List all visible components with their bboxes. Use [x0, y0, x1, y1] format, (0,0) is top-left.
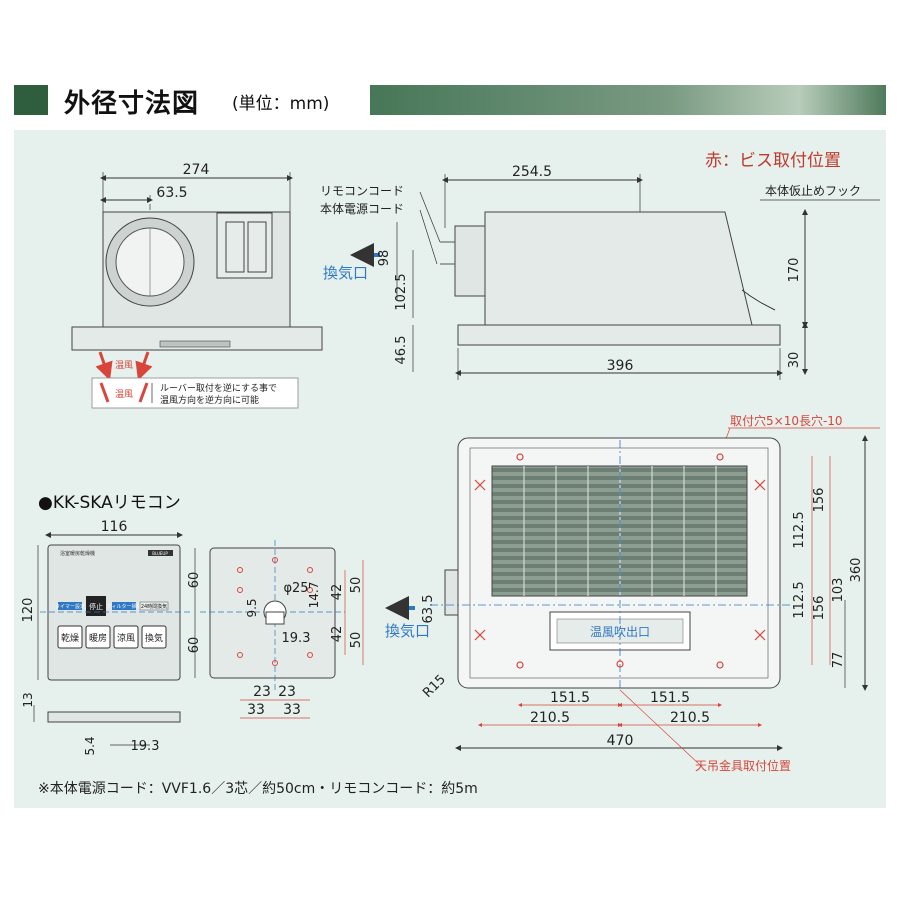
dimension-label: 30 [787, 352, 802, 369]
dimension-label: 210.5 [530, 710, 570, 726]
remote-title: ●KK-SKAリモコン [38, 493, 181, 513]
dimension-label: 254.5 [512, 164, 552, 180]
dimension-label: 暖房 [89, 632, 107, 644]
hook-label: 本体仮止めフック [765, 184, 861, 198]
warm-air-indicator: 温風 [95, 351, 153, 381]
dimension-label: 151.5 [550, 690, 590, 706]
remote-front: 116 浴室暖房乾燥機 BLUEUP 停止 タイマー設定 フィルター掃除 24時… [21, 519, 190, 756]
dimension-label: 120 [21, 598, 36, 623]
dimension-label: 360 [849, 558, 864, 583]
dimension-label: 170 [787, 258, 802, 283]
dimension-label: 103 [831, 578, 846, 603]
plan-right-dims: 112.5 156 112.5 156 103 77 360 [792, 435, 868, 691]
dimension-label: 396 [607, 358, 634, 374]
dimension-label: 温風 [115, 389, 133, 400]
louver-note-2: 温風方向を逆方向に可能 [160, 394, 259, 406]
header-accent-block [14, 85, 48, 115]
dimension-label: 33 [283, 702, 301, 718]
dimension-label: 23 [278, 684, 296, 700]
dimension-label: 46.5 [394, 336, 409, 365]
dimension-label: φ25 [283, 581, 308, 596]
dimension-label: 50 [349, 632, 364, 649]
dimension-label: 156 [812, 488, 827, 513]
ceiling-bracket-label: 天吊金具取付位置 [695, 758, 791, 773]
dimension-label: 涼風 [117, 632, 135, 644]
mount-holes-label: 取付穴5×10長穴-10 [730, 413, 843, 428]
dimension-label: 温風 [115, 360, 133, 371]
dimension-label: 42 [330, 626, 345, 643]
dimension-label: 換気 [145, 632, 163, 644]
louver-note-1: ルーバー取付を逆にする事で [160, 382, 277, 394]
screw-legend: 赤：ビス取付位置 [705, 151, 841, 171]
dimension-label: 112.5 [792, 581, 807, 618]
dimension-label: フィルター掃除 [107, 603, 142, 610]
dimension-label: 50 [349, 577, 364, 594]
dimension-label: 33 [247, 702, 265, 718]
remote-bracket: 9.5 φ25 14.7 19.3 42 50 42 50 60 60 23 2… [187, 540, 364, 719]
dimension-label: 23 [253, 684, 271, 700]
footnote: ※本体電源コード：VVF1.6／3芯／約50cm・リモコンコード：約5m [38, 781, 478, 797]
page-title: 外径寸法図 [64, 89, 200, 119]
dimension-label: BLUEUP [152, 551, 168, 556]
plan-view: 取付穴5×10長穴-10 温風吹出口 換気口 63.5 [385, 413, 880, 773]
dimension-label: 116 [101, 519, 128, 535]
dimension-label: 19.3 [282, 631, 311, 646]
header-title-bg [48, 85, 370, 115]
dimension-label: 151.5 [650, 690, 690, 706]
section-header: 外径寸法図 (単位：mm) [14, 85, 886, 119]
dimension-label: 24時間換気 [141, 603, 167, 610]
exhaust-label-2: 換気口 [385, 622, 430, 640]
dimension-label: 9.5 [245, 598, 259, 617]
dimension-label: 60 [187, 572, 202, 589]
dimension-label: 停止 [89, 602, 103, 611]
power-cord-label: 本体電源コード [320, 202, 404, 216]
dimension-label: 5.4 [83, 736, 97, 755]
dimension-label: 98 [377, 250, 392, 267]
exhaust-label: 換気口 [323, 264, 368, 282]
side-view: 254.5 リモコンコード 本体電源コード 換気口 本体仮止めフック 98 10… [320, 164, 880, 380]
dimension-label: R15 [420, 672, 449, 701]
dimension-label: 乾燥 [61, 632, 79, 644]
dimension-label: 470 [607, 733, 634, 749]
dimension-label: 63.5 [421, 595, 436, 624]
front-view: 274 63.5 温風 温風 ルーバー取付を逆にする事で 温風方向を逆方向に可能 [71, 162, 323, 409]
dimension-label: 102.5 [394, 273, 409, 310]
unit-label: (単位：mm) [232, 94, 330, 114]
dimension-label: タイマー設定 [55, 603, 85, 610]
dimension-label: 210.5 [670, 710, 710, 726]
dimension-label: 77 [831, 652, 846, 669]
dimension-label: 19.3 [131, 739, 160, 754]
dimension-label: 60 [187, 637, 202, 654]
dimension-label: 112.5 [792, 511, 807, 548]
remocon-cord-label: リモコンコード [320, 184, 404, 198]
dim-63-5: 63.5 [156, 185, 187, 201]
dimension-label: 14.7 [307, 582, 321, 609]
dimension-label: 浴室暖房乾燥機 [60, 550, 95, 557]
dimension-label: 156 [812, 596, 827, 621]
dimension-label: 13 [21, 692, 35, 707]
dim-274: 274 [183, 162, 210, 178]
dimension-label: 42 [330, 584, 345, 601]
